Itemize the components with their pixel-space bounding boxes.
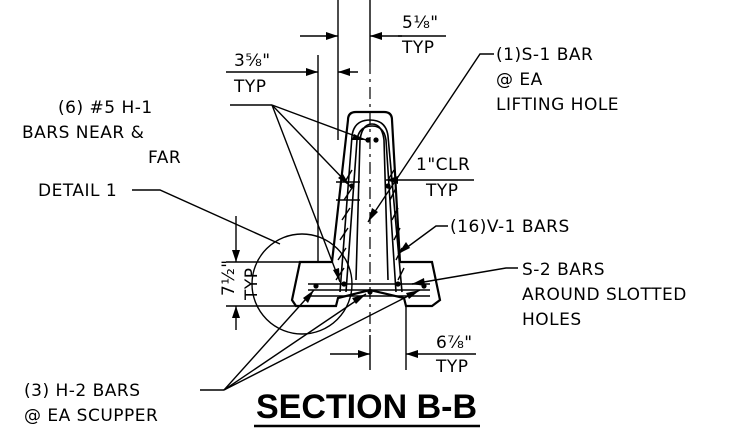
- dim-5-1-8-typ: TYP: [401, 38, 435, 58]
- dim-3-5-8-typ: TYP: [233, 77, 267, 97]
- dim-5-1-8-value: 5⅛": [402, 13, 439, 33]
- h2-bars: [313, 283, 427, 295]
- s2-label-line1: S-2 BARS: [522, 260, 605, 280]
- dim-6-7-8-typ: TYP: [435, 357, 469, 377]
- dim-5-1-8: [300, 0, 446, 140]
- s1-bar: [355, 123, 389, 281]
- dim-7-1-2: [226, 216, 300, 330]
- clr-label: 1"CLR: [416, 155, 470, 175]
- section-title: SECTION B-B: [256, 388, 477, 426]
- detail-1-label: DETAIL 1: [38, 181, 117, 201]
- h1-label-line3: FAR: [148, 148, 181, 168]
- s1-label-line3: LIFTING HOLE: [496, 95, 619, 115]
- detail-1-leader: [132, 189, 281, 245]
- s1-label-line1: (1)S-1 BAR: [496, 45, 593, 65]
- s2-leader: [411, 267, 518, 285]
- dim-3-5-8-value: 3⅝": [234, 51, 271, 71]
- h1-leaders: [230, 104, 367, 283]
- detail-1-circle: [251, 233, 353, 335]
- dim-6-7-8: [330, 306, 476, 370]
- s2-label-line3: HOLES: [522, 310, 582, 330]
- h1-label-line2: BARS NEAR &: [22, 123, 144, 143]
- clr-typ: TYP: [425, 181, 459, 201]
- dim-6-7-8-value: 6⅞": [436, 333, 473, 353]
- s1-leader: [367, 53, 494, 223]
- h2-label-line2: @ EA SCUPPER: [24, 406, 158, 426]
- s2-label-line2: AROUND SLOTTED: [522, 285, 687, 305]
- h2-label-line1: (3) H-2 BARS: [24, 381, 141, 401]
- h1-label-line1: (6) #5 H-1: [58, 98, 153, 118]
- v1-label: (16)V-1 BARS: [450, 217, 570, 237]
- v1-leader: [397, 225, 448, 255]
- clr-leader: [336, 176, 474, 201]
- barrier-outline: [290, 110, 442, 308]
- dim-3-5-8: [226, 55, 358, 262]
- v1-bar-far: [345, 125, 397, 293]
- v1-bar-near: [339, 119, 403, 293]
- dim-7-1-2-value: 7½": [219, 259, 239, 296]
- s1-label-line2: @ EA: [496, 70, 543, 90]
- dim-7-1-2-typ: TYP: [242, 267, 262, 301]
- h2-leaders: [200, 289, 421, 391]
